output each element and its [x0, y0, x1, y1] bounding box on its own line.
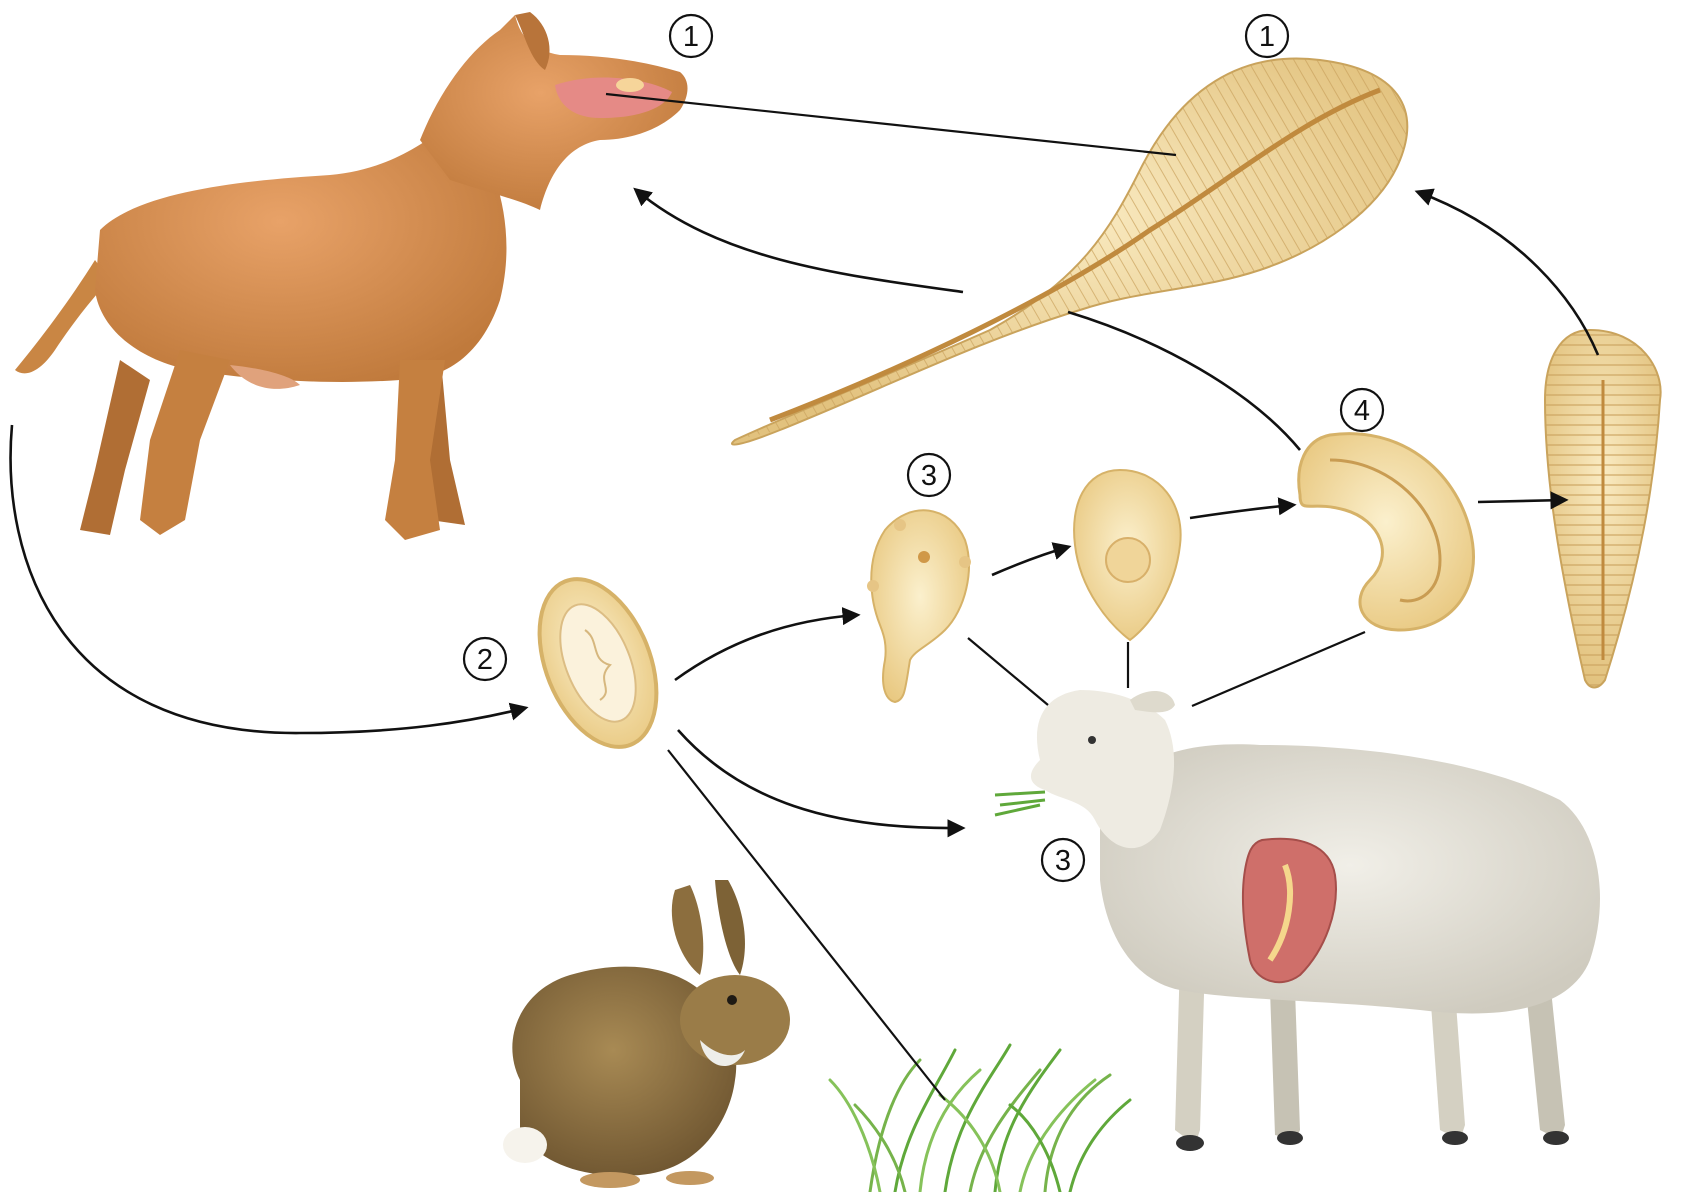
grass-illustration — [830, 1045, 1130, 1192]
oncosphere-illustration — [867, 510, 971, 702]
adult-worm-illustration — [732, 58, 1407, 444]
dog-illustration — [15, 12, 688, 540]
evaginated-protoscolex-illustration — [1545, 330, 1661, 688]
egg-illustration — [517, 562, 679, 764]
arrow-egg-to-oncosphere — [675, 615, 857, 680]
label-sheep-text: 3 — [1055, 845, 1071, 877]
rabbit-illustration — [503, 880, 790, 1188]
arrow-evaginated-to-worm — [1418, 192, 1598, 355]
label-adult-worm-text: 1 — [1259, 21, 1275, 53]
label-sheep: 3 — [1042, 839, 1084, 881]
leader-cyst-to-sheep — [1192, 632, 1365, 706]
label-adult-worm: 1 — [1246, 15, 1288, 57]
label-oncosphere-text: 3 — [921, 460, 937, 492]
label-dog-mouth-text: 1 — [683, 21, 699, 53]
arrow-protoscolex-to-cyst — [1190, 505, 1293, 518]
arrow-worm-to-dog — [636, 190, 963, 292]
label-cyst: 4 — [1341, 389, 1383, 431]
leader-dog-mouth-to-worm — [606, 94, 1176, 155]
arrow-oncosphere-to-protoscolex — [992, 547, 1068, 575]
hydatid-cyst-illustration — [1299, 434, 1474, 630]
protoscolex-illustration — [1074, 470, 1181, 640]
arrow-egg-to-sheep — [678, 730, 962, 828]
leader-oncosphere-to-sheep — [968, 638, 1048, 705]
label-oncosphere: 3 — [908, 454, 950, 496]
arrow-cyst-to-worm-line — [1068, 312, 1300, 450]
label-cyst-text: 4 — [1354, 395, 1370, 427]
label-egg-text: 2 — [477, 644, 493, 676]
label-dog-mouth: 1 — [670, 15, 712, 57]
label-egg: 2 — [464, 638, 506, 680]
sheep-illustration — [995, 690, 1600, 1151]
